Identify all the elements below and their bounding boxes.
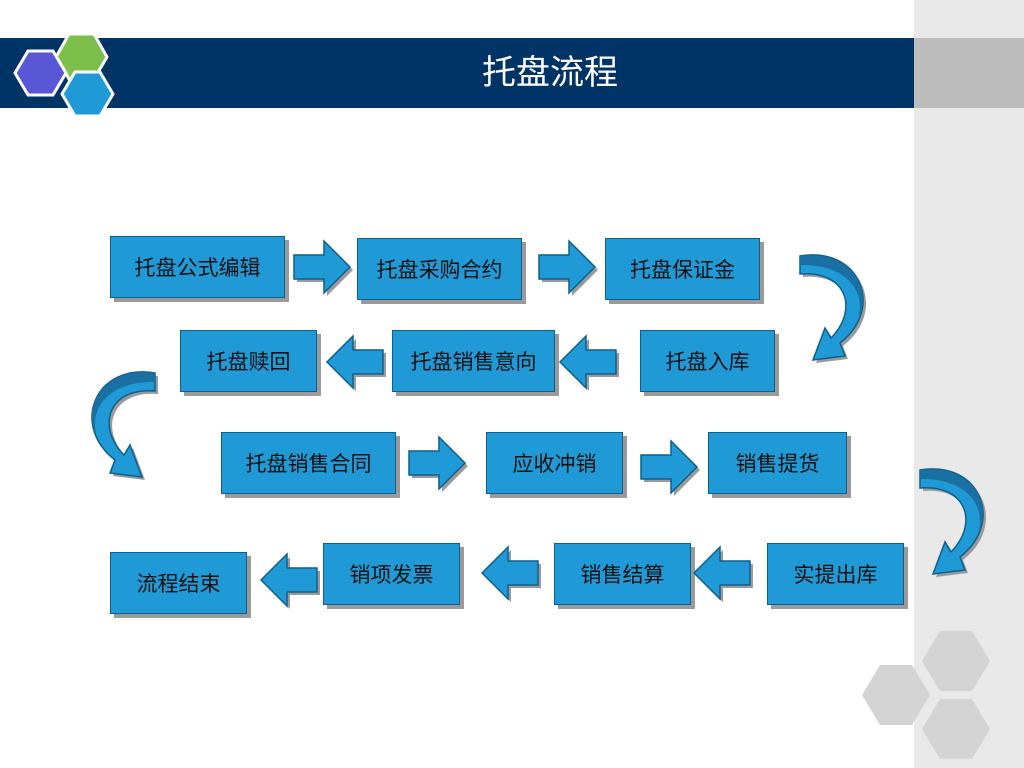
step-box: 销售结算 — [554, 543, 691, 605]
step-box: 实提出库 — [767, 543, 904, 605]
step-box: 托盘赎回 — [180, 330, 317, 392]
title-bar-gray-extension — [914, 38, 1024, 108]
step-box: 销项发票 — [323, 543, 460, 605]
curved-arrow-right-down-icon — [919, 468, 987, 577]
step-box: 托盘销售合同 — [221, 432, 396, 494]
slide-title: 托盘流程 — [482, 53, 618, 93]
arrow-left-icon — [325, 334, 386, 391]
arrow-left-icon — [480, 545, 541, 602]
arrow-right-icon — [538, 239, 598, 296]
arrow-right-icon — [640, 439, 700, 496]
step-box: 托盘入库 — [640, 330, 775, 392]
curved-arrow-left-down-icon — [91, 371, 158, 480]
curved-arrow-right-down-icon — [799, 254, 867, 363]
arrow-left-icon — [259, 552, 320, 609]
step-box: 销售提货 — [708, 432, 847, 494]
gray-hexagon-decoration-icon — [862, 631, 990, 759]
arrow-right-icon — [293, 239, 353, 296]
arrow-right-icon — [408, 435, 468, 492]
hexagon-logo-icon — [13, 32, 115, 118]
step-box: 应收冲销 — [486, 432, 623, 494]
step-box: 托盘销售意向 — [392, 330, 555, 392]
step-box: 托盘采购合约 — [357, 238, 522, 300]
arrow-left-icon — [558, 334, 619, 391]
step-box: 托盘公式编辑 — [110, 236, 285, 298]
step-box: 流程结束 — [110, 552, 247, 614]
title-bar — [0, 38, 914, 108]
arrow-left-icon — [692, 545, 753, 602]
step-box: 托盘保证金 — [605, 238, 760, 300]
